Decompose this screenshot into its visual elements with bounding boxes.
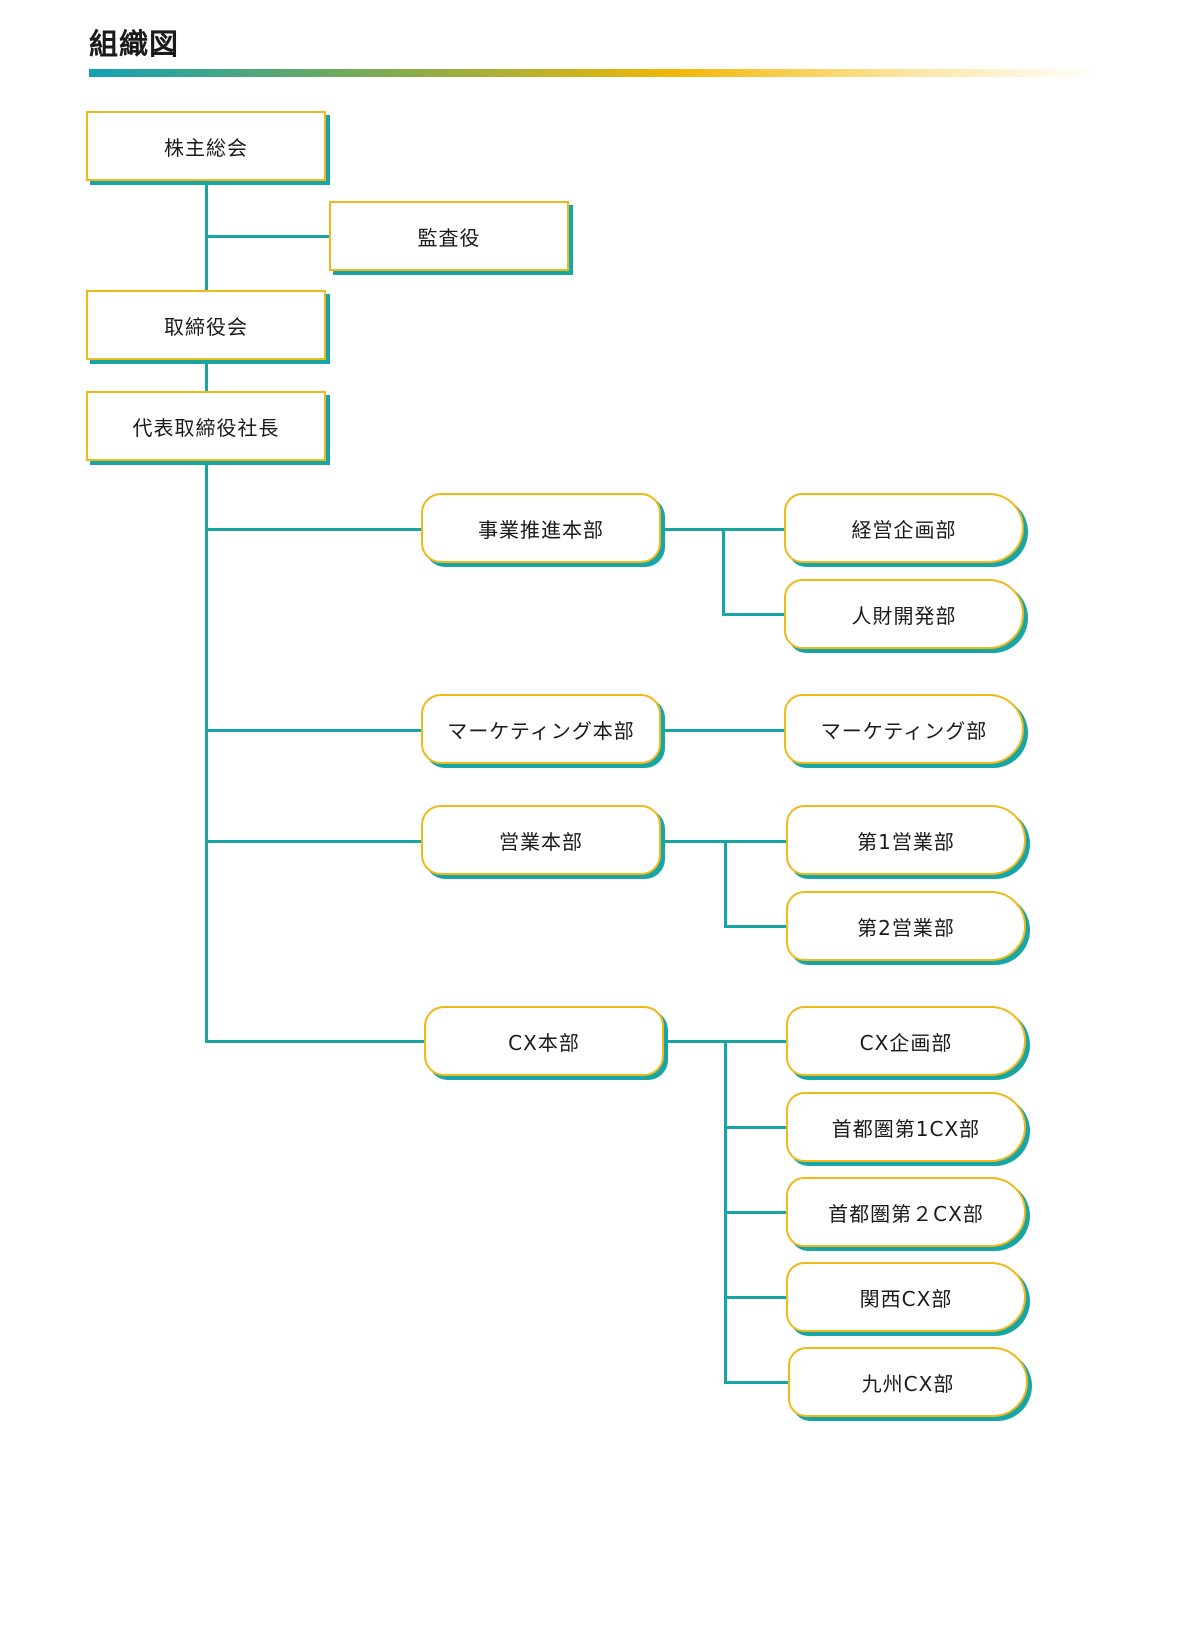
president-box: 代表取締役社長 — [86, 391, 326, 461]
connector-cx-tokyo2 — [724, 1211, 788, 1214]
sales-dept-1-box: 第1営業部 — [786, 805, 1026, 875]
sales-hq-box: 営業本部 — [421, 805, 661, 875]
corporate-planning-dept-box: 経営企画部 — [784, 493, 1024, 563]
connector-to-marketing — [205, 729, 423, 732]
sales-dept-2-box: 第2営業部 — [786, 891, 1026, 961]
page-title: 組織図 — [89, 27, 180, 61]
kyushu-cx-dept-box: 九州CX部 — [788, 1347, 1028, 1417]
tokyo-cx-2-dept-box: 首都圏第２CX部 — [786, 1177, 1026, 1247]
title-underline — [89, 69, 1099, 77]
connector-cx-kansai — [724, 1296, 788, 1299]
cx-hq-box: CX本部 — [424, 1006, 664, 1076]
connector-sales-2 — [724, 925, 788, 928]
connector-cx-kyushu — [724, 1381, 790, 1384]
cx-planning-dept-box: CX企画部 — [786, 1006, 1026, 1076]
hr-development-dept-box: 人財開発部 — [784, 579, 1024, 649]
kansai-cx-dept-box: 関西CX部 — [786, 1262, 1026, 1332]
board-of-directors-box: 取締役会 — [86, 290, 326, 360]
connector-sales-vertical — [724, 840, 727, 928]
connector-cx-tokyo1 — [724, 1126, 788, 1129]
connector-trunk-main — [205, 462, 208, 1042]
connector-to-business-promotion — [205, 528, 423, 531]
shareholders-meeting-box: 株主総会 — [86, 111, 326, 181]
connector-directors-president — [205, 362, 208, 392]
connector-business-vertical — [722, 528, 725, 616]
tokyo-cx-1-dept-box: 首都圏第1CX部 — [786, 1092, 1026, 1162]
connector-trunk-top — [205, 184, 208, 292]
connector-business-hr — [722, 613, 786, 616]
connector-to-cx — [205, 1040, 425, 1043]
connector-auditor — [205, 235, 331, 238]
business-promotion-hq-box: 事業推進本部 — [421, 493, 661, 563]
connector-marketing-branch — [663, 729, 786, 732]
connector-to-sales — [205, 840, 423, 843]
auditor-box: 監査役 — [329, 201, 569, 271]
marketing-dept-box: マーケティング部 — [784, 694, 1024, 764]
marketing-hq-box: マーケティング本部 — [421, 694, 661, 764]
